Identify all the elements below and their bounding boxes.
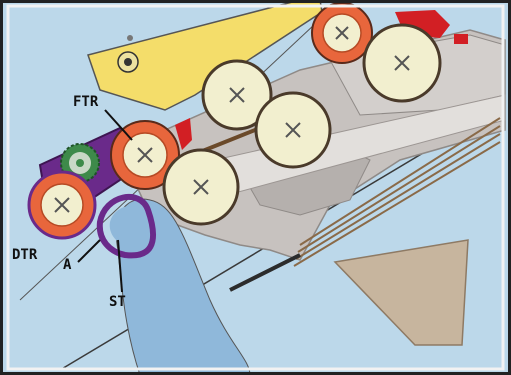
fibre-strand — [293, 117, 501, 267]
cross-icon — [193, 179, 209, 195]
roller-icon — [362, 23, 442, 103]
roller-icon — [311, 2, 373, 64]
label-dtr: DTR — [12, 247, 38, 263]
leader-ftr — [104, 109, 133, 141]
cross-icon — [54, 197, 70, 213]
roller-icon — [162, 148, 240, 226]
roller-icon — [254, 91, 332, 169]
label-st: ST — [109, 294, 126, 310]
condenser-inner — [109, 206, 146, 247]
condenser-loop — [96, 193, 156, 259]
roller-icon — [110, 120, 180, 190]
roller-icon — [27, 170, 97, 240]
cross-icon — [229, 87, 245, 103]
red-clip — [454, 34, 468, 44]
label-ftr: FTR — [73, 94, 99, 110]
cross-icon — [137, 147, 153, 163]
image-inner-border — [6, 4, 505, 371]
yellow-cover — [87, 0, 323, 111]
red-cradle — [175, 118, 192, 150]
cross-icon — [335, 26, 349, 40]
cover-knob — [117, 51, 139, 73]
leader-st — [117, 239, 123, 293]
roving — [229, 253, 301, 292]
cover-screw — [127, 35, 133, 41]
cross-icon — [285, 122, 301, 138]
label-a: A — [63, 257, 72, 273]
cross-icon — [394, 55, 410, 71]
roller-icon — [201, 59, 273, 131]
leader-a — [77, 239, 101, 263]
hopper — [333, 239, 469, 346]
